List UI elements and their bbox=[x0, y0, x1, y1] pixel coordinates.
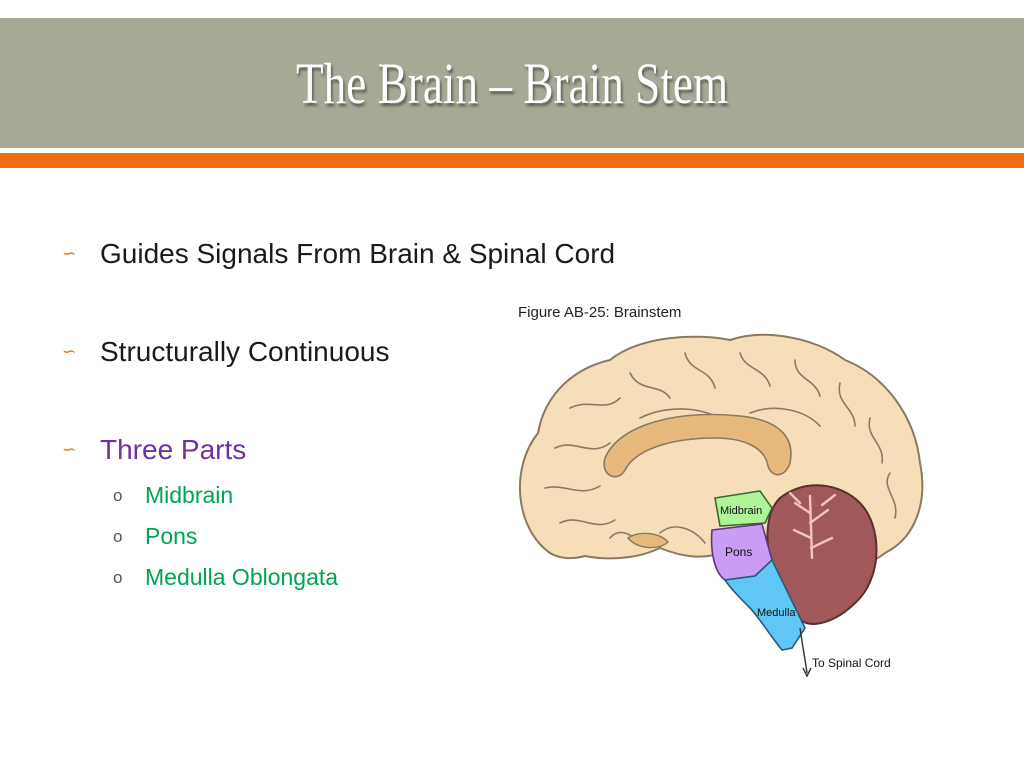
sub-bullet-item: o Pons bbox=[113, 523, 197, 550]
bullet-glyph-icon: ∽ bbox=[62, 244, 77, 264]
corpus-callosum-shape bbox=[603, 413, 792, 478]
bullet-item-highlight: ∽ Three Parts bbox=[62, 434, 246, 466]
midbrain-region bbox=[714, 490, 773, 527]
sub-bullet-text: Medulla Oblongata bbox=[145, 564, 339, 590]
sub-bullet-item: o Midbrain bbox=[113, 482, 233, 509]
midbrain-label: Midbrain bbox=[720, 505, 762, 517]
medulla-region bbox=[723, 558, 806, 651]
bullet-text: Three Parts bbox=[100, 434, 247, 465]
accent-divider bbox=[0, 153, 1024, 168]
sub-bullet-item: o Medulla Oblongata bbox=[113, 564, 338, 591]
bullet-item: ∽ Structurally Continuous bbox=[62, 336, 389, 368]
brain-illustration: Midbrain Pons Medulla To Spinal Cord bbox=[519, 333, 924, 678]
bullet-glyph-icon: ∽ bbox=[62, 342, 77, 362]
bullet-text: Guides Signals From Brain & Spinal Cord bbox=[100, 238, 616, 269]
figure-caption: Figure AB-25: Brainstem bbox=[518, 304, 682, 321]
bullet-text: Structurally Continuous bbox=[100, 336, 390, 367]
spinal-cord-arrow-icon bbox=[799, 627, 808, 674]
brainstem-figure: Figure AB-25: Brainstem bbox=[510, 298, 930, 683]
sub-bullet-text: Pons bbox=[145, 523, 198, 549]
sub-bullet-glyph-icon: o bbox=[113, 526, 123, 546]
spinal-cord-label: To Spinal Cord bbox=[812, 656, 891, 670]
sub-bullet-glyph-icon: o bbox=[113, 485, 123, 505]
bullet-glyph-icon: ∽ bbox=[62, 440, 77, 460]
sub-bullet-text: Midbrain bbox=[145, 482, 234, 508]
sub-bullet-glyph-icon: o bbox=[113, 567, 123, 587]
slide-title: The Brain – Brain Stem bbox=[295, 50, 729, 116]
pons-label: Pons bbox=[725, 545, 752, 559]
medulla-label: Medulla bbox=[757, 607, 796, 619]
title-bar: The Brain – Brain Stem bbox=[0, 18, 1024, 148]
bullet-item: ∽ Guides Signals From Brain & Spinal Cor… bbox=[62, 238, 615, 270]
